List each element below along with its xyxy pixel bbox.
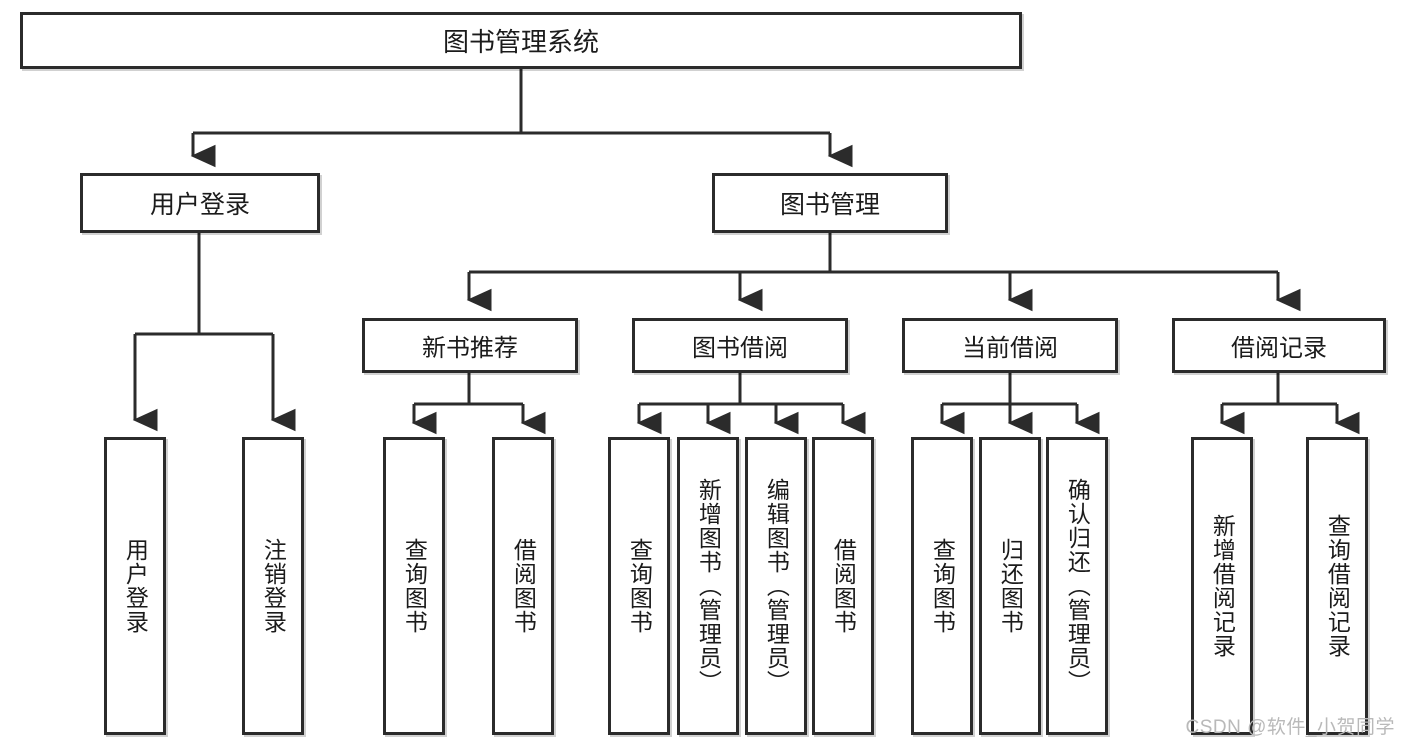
- node-new-book-recommend-label: 新书推荐: [422, 335, 518, 362]
- node-leaf-query-book-2[interactable]: 查询图书: [608, 437, 670, 735]
- node-book-manage[interactable]: 图书管理: [712, 173, 948, 233]
- node-leaf-query-book-3-label: 查询图书: [929, 538, 956, 634]
- node-user-login[interactable]: 用户登录: [80, 173, 320, 233]
- node-leaf-edit-book[interactable]: 编辑图书（管理员）: [745, 437, 807, 735]
- node-root[interactable]: 图书管理系统: [20, 12, 1022, 69]
- node-leaf-add-book[interactable]: 新增图书（管理员）: [677, 437, 739, 735]
- node-leaf-borrow-book-2-label: 借阅图书: [830, 538, 857, 634]
- node-leaf-query-record-label: 查询借阅记录: [1324, 514, 1351, 658]
- node-book-manage-label: 图书管理: [779, 191, 880, 219]
- node-leaf-borrow-book-1-label: 借阅图书: [510, 538, 537, 634]
- node-root-label: 图书管理系统: [442, 27, 599, 57]
- node-leaf-add-record-label: 新增借阅记录: [1209, 514, 1236, 658]
- node-leaf-logout[interactable]: 注销登录: [242, 437, 304, 735]
- node-borrow-record[interactable]: 借阅记录: [1172, 318, 1386, 373]
- node-leaf-query-record[interactable]: 查询借阅记录: [1306, 437, 1368, 735]
- node-user-login-label: 用户登录: [149, 191, 250, 219]
- node-leaf-add-book-label: 新增图书（管理员）: [695, 478, 722, 694]
- node-book-borrow-label: 图书借阅: [692, 335, 788, 362]
- node-current-borrow[interactable]: 当前借阅: [902, 318, 1118, 373]
- node-leaf-edit-book-label: 编辑图书（管理员）: [763, 478, 790, 694]
- node-leaf-confirm-return[interactable]: 确认归还（管理员）: [1046, 437, 1108, 735]
- node-borrow-record-label: 借阅记录: [1231, 335, 1327, 362]
- node-leaf-return-book-label: 归还图书: [997, 538, 1024, 634]
- node-leaf-add-record[interactable]: 新增借阅记录: [1191, 437, 1253, 735]
- node-leaf-confirm-return-label: 确认归还（管理员）: [1064, 478, 1091, 694]
- watermark: CSDN @软件_小贺同学: [1185, 717, 1395, 738]
- node-book-borrow[interactable]: 图书借阅: [632, 318, 848, 373]
- node-leaf-user-login[interactable]: 用户登录: [104, 437, 166, 735]
- node-leaf-query-book-2-label: 查询图书: [626, 538, 653, 634]
- node-leaf-query-book-3[interactable]: 查询图书: [911, 437, 973, 735]
- node-new-book-recommend[interactable]: 新书推荐: [362, 318, 578, 373]
- node-leaf-user-login-label: 用户登录: [122, 538, 149, 634]
- node-leaf-query-book-1-label: 查询图书: [401, 538, 428, 634]
- node-leaf-query-book-1[interactable]: 查询图书: [383, 437, 445, 735]
- node-leaf-borrow-book-1[interactable]: 借阅图书: [492, 437, 554, 735]
- node-current-borrow-label: 当前借阅: [962, 335, 1058, 362]
- node-leaf-borrow-book-2[interactable]: 借阅图书: [812, 437, 874, 735]
- node-leaf-return-book[interactable]: 归还图书: [979, 437, 1041, 735]
- node-leaf-logout-label: 注销登录: [260, 538, 287, 634]
